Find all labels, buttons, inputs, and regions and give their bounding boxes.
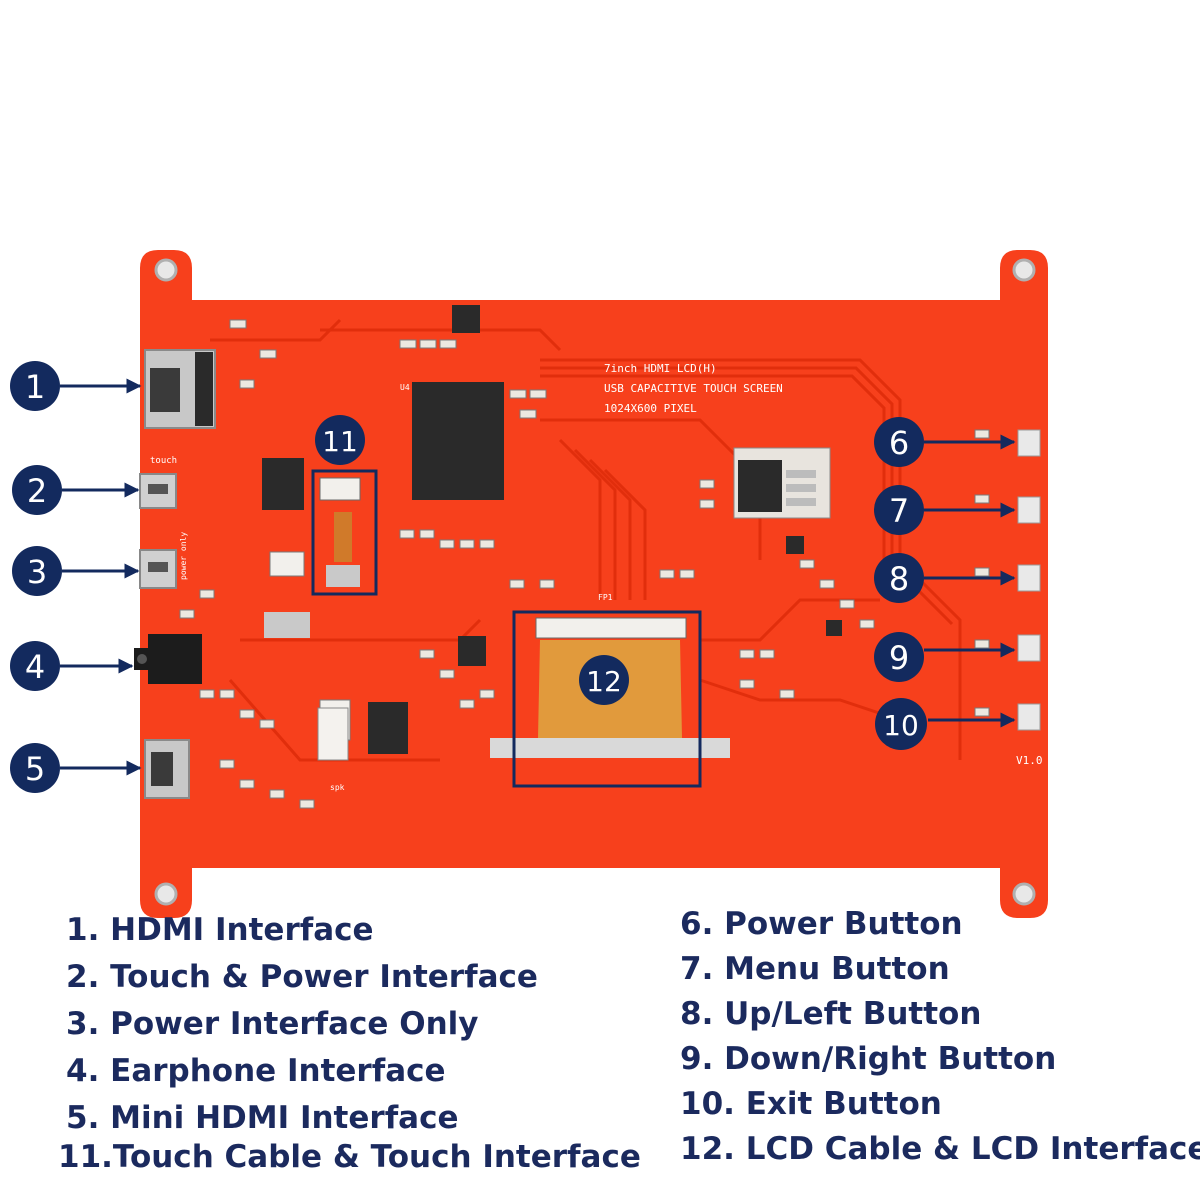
callout-number: 8 bbox=[889, 560, 909, 598]
legend-item-touch-power: 2. Touch & Power Interface bbox=[66, 959, 538, 995]
earphone-jack bbox=[134, 634, 202, 684]
callout-number: 12 bbox=[586, 665, 622, 698]
legend-item-menu-button: 7. Menu Button bbox=[680, 951, 950, 987]
callout-number: 11 bbox=[322, 425, 358, 458]
silk-line-1: 7inch HDMI LCD(H) bbox=[604, 362, 717, 375]
callout-number: 3 bbox=[27, 553, 47, 591]
callout-7: 7 bbox=[874, 485, 924, 535]
mounting-hole bbox=[154, 882, 178, 906]
legend-item-power-only: 3. Power Interface Only bbox=[66, 1006, 479, 1042]
callout-number: 2 bbox=[27, 472, 47, 510]
callout-1: 1 bbox=[10, 361, 60, 411]
callout-number: 6 bbox=[889, 424, 909, 462]
callout-number: 9 bbox=[889, 639, 909, 677]
legend-item-touch-cable: 11.Touch Cable & Touch Interface bbox=[58, 1139, 641, 1175]
legend-item-power-button: 6. Power Button bbox=[680, 906, 963, 942]
callout-9: 9 bbox=[874, 632, 924, 682]
touch-interface-highlight bbox=[311, 469, 378, 596]
callout-number: 1 bbox=[25, 368, 45, 406]
callout-2: 2 bbox=[12, 465, 62, 515]
legend-item-hdmi: 1. HDMI Interface bbox=[66, 912, 374, 948]
callout-6: 6 bbox=[874, 417, 924, 467]
legend-item-lcd-cable: 12. LCD Cable & LCD Interface bbox=[680, 1131, 1200, 1167]
fpc-label: FP1 bbox=[598, 593, 613, 602]
micro-usb-power-port bbox=[139, 549, 177, 589]
version-label: V1.0 bbox=[1016, 754, 1043, 767]
legend-item-mini-hdmi: 5. Mini HDMI Interface bbox=[66, 1100, 459, 1136]
touch-fpc bbox=[319, 477, 361, 587]
silk-line-3: 1024X600 PIXEL bbox=[604, 402, 697, 415]
touch-label: touch bbox=[150, 456, 177, 466]
chip-label: U4 bbox=[400, 383, 410, 392]
callout-11: 11 bbox=[315, 415, 365, 465]
power-only-label: power only bbox=[179, 532, 188, 580]
callout-8: 8 bbox=[874, 553, 924, 603]
mounting-hole bbox=[1012, 882, 1036, 906]
speaker-connector bbox=[317, 707, 349, 761]
legend-item-earphone: 4. Earphone Interface bbox=[66, 1053, 446, 1089]
smd-components bbox=[179, 319, 990, 809]
mini-hdmi-port bbox=[144, 739, 190, 799]
pcb-board bbox=[140, 250, 1048, 918]
callout-arrows bbox=[60, 378, 1016, 776]
lcd-interface-highlight bbox=[512, 610, 702, 788]
mounting-hole bbox=[154, 258, 178, 282]
hdmi-port bbox=[144, 349, 216, 429]
callout-number: 5 bbox=[25, 750, 45, 788]
callout-5: 5 bbox=[10, 743, 60, 793]
callout-3: 3 bbox=[12, 546, 62, 596]
legend-item-exit-button: 10. Exit Button bbox=[680, 1086, 942, 1122]
callout-12: 12 bbox=[579, 655, 629, 705]
side-buttons bbox=[1017, 429, 1041, 731]
silk-line-2: USB CAPACITIVE TOUCH SCREEN bbox=[604, 382, 783, 395]
callout-number: 10 bbox=[883, 709, 919, 742]
callout-10: 10 bbox=[875, 698, 927, 750]
callout-4: 4 bbox=[10, 641, 60, 691]
callout-number: 7 bbox=[889, 492, 909, 530]
legend-item-down-right-button: 9. Down/Right Button bbox=[680, 1041, 1057, 1077]
callout-number: 4 bbox=[25, 648, 45, 686]
integrated-circuits bbox=[262, 305, 842, 754]
spk-label: spk bbox=[330, 783, 345, 792]
mounting-hole bbox=[1012, 258, 1036, 282]
micro-usb-touch-port bbox=[139, 473, 177, 509]
legend-item-up-left-button: 8. Up/Left Button bbox=[680, 996, 982, 1032]
